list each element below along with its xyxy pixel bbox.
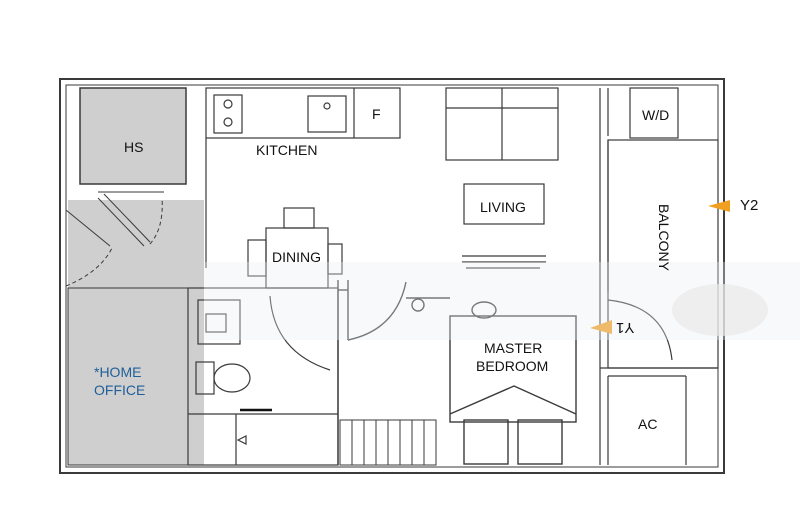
- living-box: [463, 183, 545, 225]
- master-label-line2: BEDROOM: [476, 358, 549, 374]
- hs-door: [65, 183, 164, 287]
- balcony-label: BALCONY: [656, 204, 672, 271]
- balcony-area: [599, 87, 719, 465]
- y2-marker-icon: [708, 200, 730, 212]
- interior-walls: [337, 280, 577, 465]
- home-office-label-line2: OFFICE: [94, 382, 146, 398]
- wd-label: W/D: [642, 107, 670, 123]
- home-office-label-line1: *HOME: [94, 364, 142, 380]
- outer-wall: [59, 78, 725, 474]
- kitchen-counter: [205, 87, 401, 268]
- y1-marker-icon: [590, 320, 612, 334]
- watermark-logo: [672, 284, 768, 336]
- y2-label: Y2: [740, 197, 759, 214]
- living-label: LIVING: [480, 199, 526, 215]
- dining-label: DINING: [272, 249, 321, 265]
- y1-label: Y1: [616, 319, 635, 336]
- ac-label: AC: [638, 416, 658, 432]
- wardrobe: [339, 419, 437, 466]
- master-label-line1: MASTER: [484, 340, 543, 356]
- hs-label: HS: [124, 139, 144, 155]
- hs-room: [79, 87, 187, 185]
- fridge-label: F: [372, 106, 381, 122]
- kitchen-label: KITCHEN: [256, 142, 318, 158]
- home-office-area: [67, 287, 189, 466]
- sofa: [462, 255, 546, 269]
- tv-console: [445, 87, 559, 161]
